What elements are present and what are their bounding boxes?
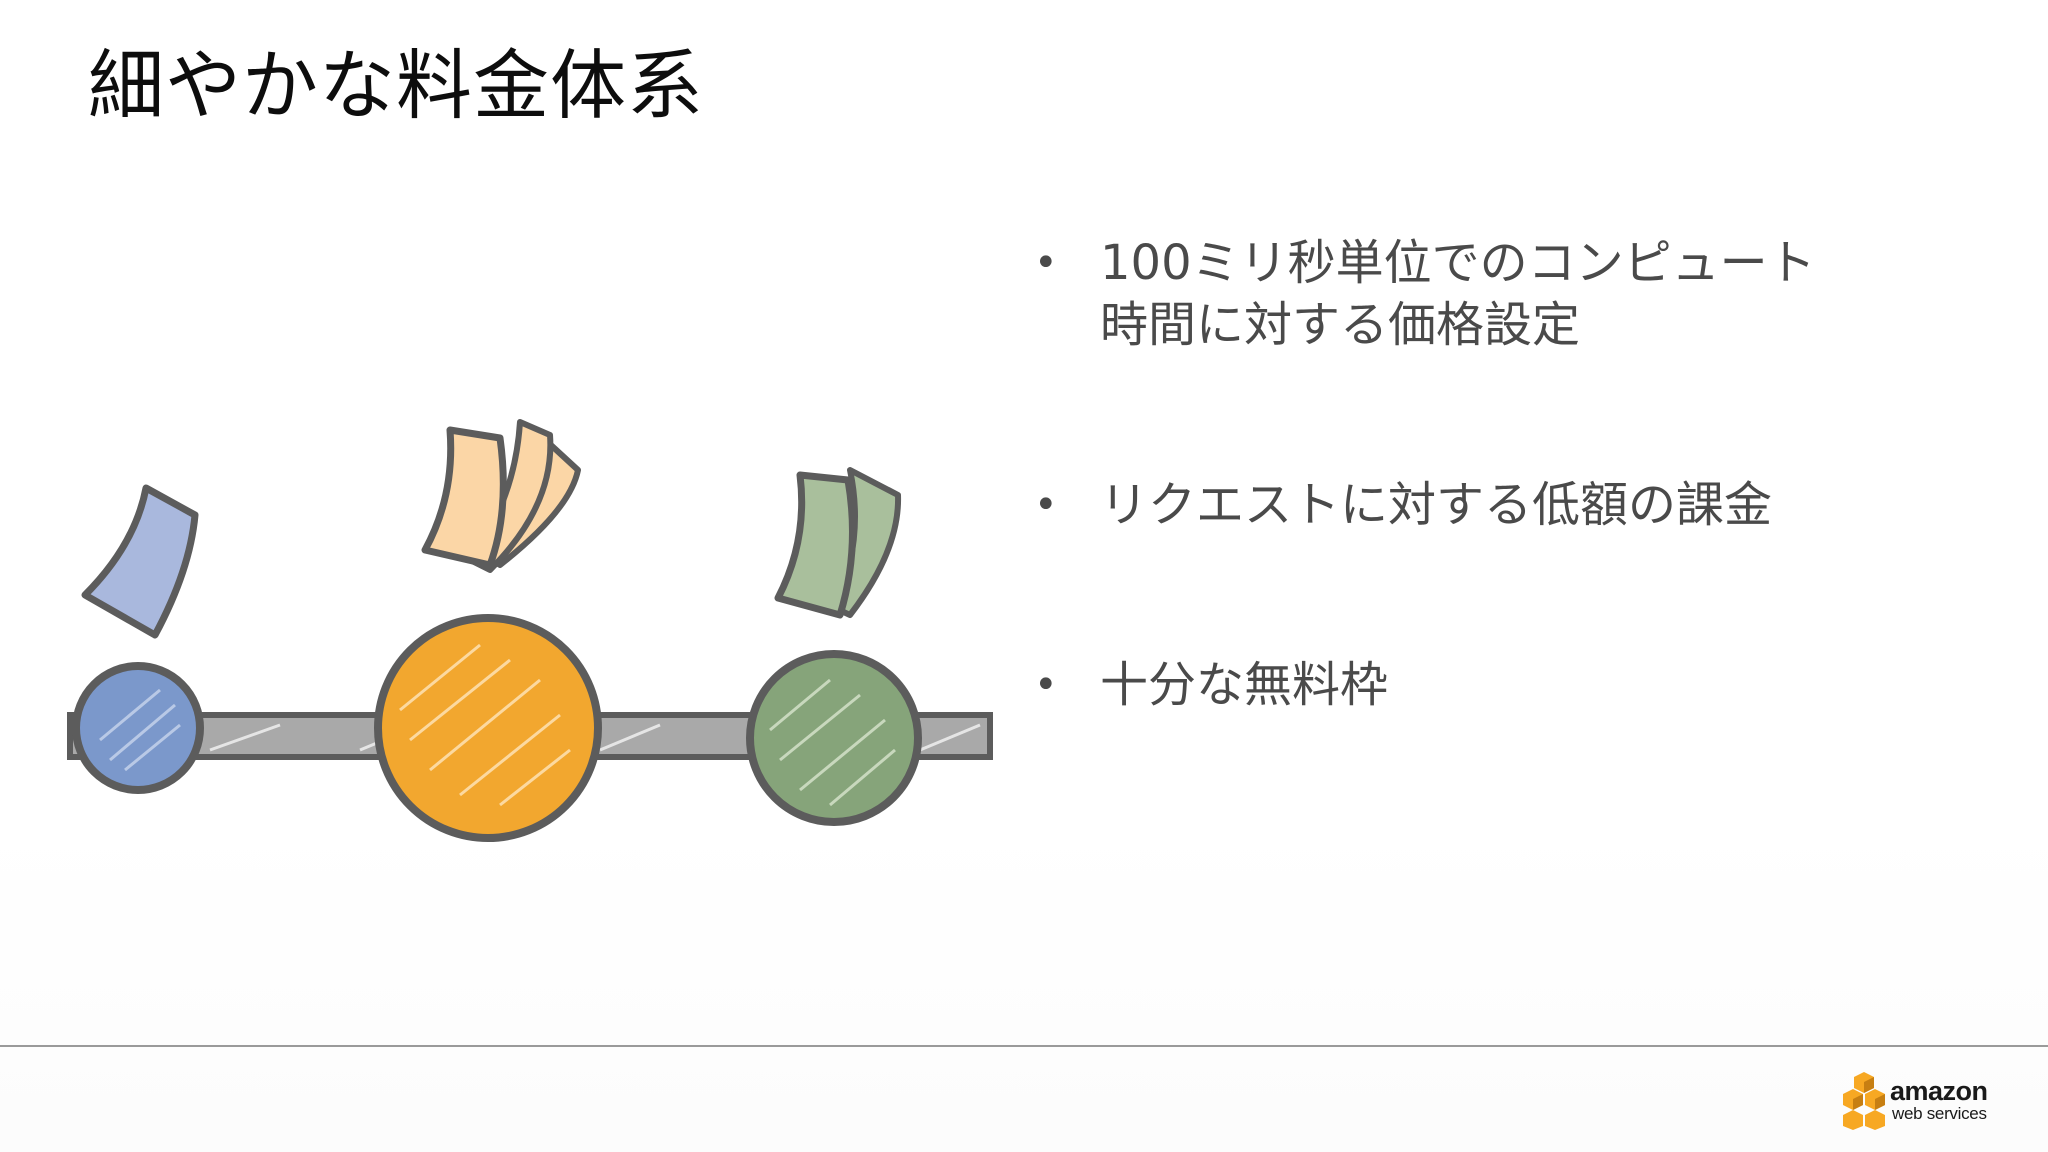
- orange-bills-icon: [421, 419, 581, 573]
- bullet-list: • 100ミリ秒単位でのコンピュート 時間に対する価格設定 • リクエストに対す…: [1030, 232, 1990, 834]
- logo-text-webservices: web services: [1892, 1104, 1987, 1123]
- bullet-dot: •: [1034, 662, 1058, 708]
- bullet-item: • 100ミリ秒単位でのコンピュート 時間に対する価格設定: [1030, 232, 1990, 356]
- bullet-item: • 十分な無料枠: [1030, 654, 1990, 716]
- bullet-dot: •: [1034, 240, 1058, 286]
- aws-cubes-icon: [1843, 1072, 1885, 1130]
- bullet-text: リクエストに対する低額の課金: [1100, 477, 1773, 533]
- bullet-text: 十分な無料枠: [1100, 657, 1389, 713]
- aws-logo: amazon web services: [1840, 1070, 2010, 1132]
- green-bills-icon: [774, 467, 902, 619]
- footer-divider: [0, 1045, 2048, 1047]
- logo-text-amazon: amazon: [1890, 1076, 1988, 1106]
- orange-circle: [374, 614, 602, 842]
- green-circle: [746, 650, 922, 826]
- bullet-text: 100ミリ秒単位でのコンピュート: [1100, 235, 1816, 291]
- bullet-text: 時間に対する価格設定: [1100, 297, 1581, 353]
- blue-circle: [72, 662, 204, 794]
- bullet-item: • リクエストに対する低額の課金: [1030, 474, 1990, 536]
- pricing-illustration: [67, 419, 993, 842]
- bullet-dot: •: [1034, 482, 1058, 528]
- slide-title: 細やかな料金体系: [88, 41, 704, 130]
- blue-bill-icon: [81, 484, 199, 639]
